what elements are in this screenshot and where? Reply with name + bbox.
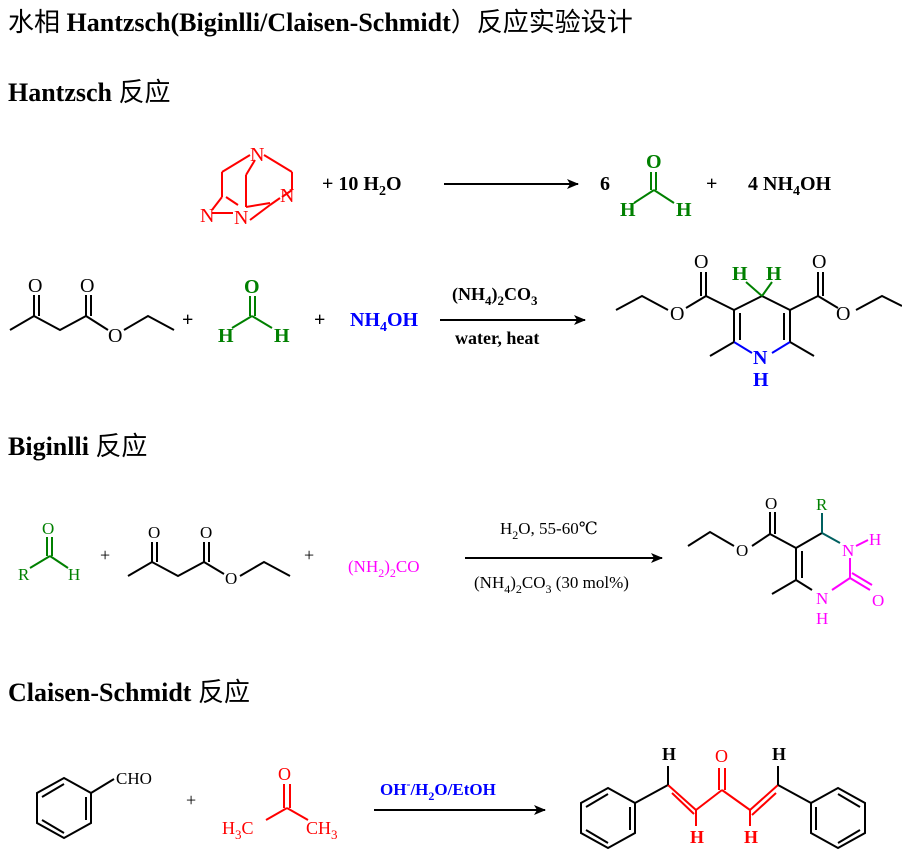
atom-h: H: [690, 827, 704, 847]
atom-o: O: [278, 764, 291, 784]
section-heading-claisen: Claisen-Schmidt 反应: [8, 672, 250, 709]
aldehyde-label: CHO: [116, 769, 152, 788]
ammonium-hydroxide: 4 NH4OH: [748, 173, 832, 199]
title-bold: Hantzsch(Biginlli/Claisen-Schmidt: [66, 8, 451, 37]
atom-h: H: [744, 827, 758, 847]
urea-reagent: (NH2)2CO: [348, 557, 420, 580]
atom-n: N: [280, 185, 294, 207]
plus-sign: +: [314, 309, 325, 331]
section-name: Hantzsch: [8, 78, 112, 107]
atom-h: H: [620, 199, 636, 221]
section-suffix: 反应: [95, 432, 148, 461]
atom-o: O: [80, 275, 94, 297]
section-heading-biginlli: Biginlli 反应: [8, 426, 147, 463]
title-suffix: ）反应实验设计: [450, 8, 633, 37]
atom-h: H: [772, 744, 786, 764]
section-name: Claisen-Schmidt: [8, 678, 192, 707]
atom-h: H: [816, 609, 828, 628]
benzaldehyde-structure: [36, 776, 115, 840]
atom-n: N: [842, 541, 854, 560]
atom-n: N: [234, 207, 248, 229]
section-heading-hantzsch: Hantzsch 反应: [8, 72, 171, 109]
title-prefix: 水相: [8, 8, 61, 37]
dihydropyrimidinone-product: [687, 512, 873, 595]
atom-h: H: [766, 263, 782, 285]
atom-h: H: [676, 199, 692, 221]
plus-sign: +: [706, 173, 717, 195]
atom-o: O: [694, 251, 708, 273]
atom-o: O: [836, 303, 850, 325]
atom-o: O: [148, 523, 160, 542]
water-reagent: + 10 H2O: [322, 173, 402, 199]
atom-o: O: [108, 325, 122, 347]
methyl-right: CH3: [306, 818, 338, 842]
hexamine-structure: [211, 154, 293, 221]
atom-h: H: [732, 263, 748, 285]
coef-six: 6: [600, 173, 610, 195]
hexamine-atoms: N N N N: [200, 144, 294, 229]
atom-o: O: [715, 746, 728, 766]
atom-n: N: [200, 205, 214, 227]
page-title: 水相 Hantzsch(Biginlli/Claisen-Schmidt）反应实…: [8, 2, 633, 39]
atom-h: H: [68, 565, 80, 584]
condition-bottom: water, heat: [455, 328, 539, 348]
atom-n: N: [250, 144, 264, 166]
plus-sign: +: [100, 545, 110, 565]
atom-h: H: [662, 744, 676, 764]
atom-o: O: [872, 591, 884, 610]
methyl-left: H3C: [222, 818, 254, 842]
atom-o: O: [670, 303, 684, 325]
ethyl-acetoacetate-2: [127, 542, 291, 578]
atom-n: N: [816, 589, 828, 608]
ammonium-hydroxide-blue: NH4OH: [350, 309, 419, 335]
condition-top: (NH4)2CO3: [452, 284, 538, 308]
aldehyde-structure: [29, 537, 69, 569]
atom-n: N: [753, 347, 768, 369]
atom-o: O: [646, 151, 662, 173]
plus-sign: +: [304, 545, 314, 565]
atom-o: O: [28, 275, 42, 297]
dibenzylideneacetone-product: [580, 766, 866, 850]
formaldehyde-structure: O H H: [620, 151, 692, 221]
atom-o: O: [200, 523, 212, 542]
atom-r: R: [816, 495, 828, 514]
atom-h: H: [753, 369, 769, 391]
atom-o: O: [765, 494, 777, 513]
atom-o: O: [42, 519, 54, 538]
acetone-structure: [265, 784, 309, 821]
atom-o: O: [225, 569, 237, 588]
condition-top: OH-/H2O/EtOH: [380, 777, 496, 803]
atom-h: H: [218, 325, 234, 347]
condition-top: H2O, 55-60℃: [500, 519, 598, 542]
condition-bottom: (NH4)2CO3 (30 mol%): [474, 573, 629, 596]
ethyl-acetoacetate-1: [9, 295, 175, 332]
atom-o: O: [244, 276, 260, 298]
plus-sign: +: [186, 790, 196, 810]
atom-r: R: [18, 565, 30, 584]
section-suffix: 反应: [118, 78, 171, 107]
atom-h: H: [274, 325, 290, 347]
atom-h: H: [869, 530, 881, 549]
section-suffix: 反应: [197, 678, 250, 707]
dihydropyridine-product: [615, 272, 902, 357]
atom-o: O: [736, 541, 748, 560]
atom-o: O: [812, 251, 826, 273]
plus-sign: +: [182, 309, 193, 331]
formaldehyde-structure-2: O H H: [218, 276, 290, 347]
section-name: Biginlli: [8, 432, 89, 461]
